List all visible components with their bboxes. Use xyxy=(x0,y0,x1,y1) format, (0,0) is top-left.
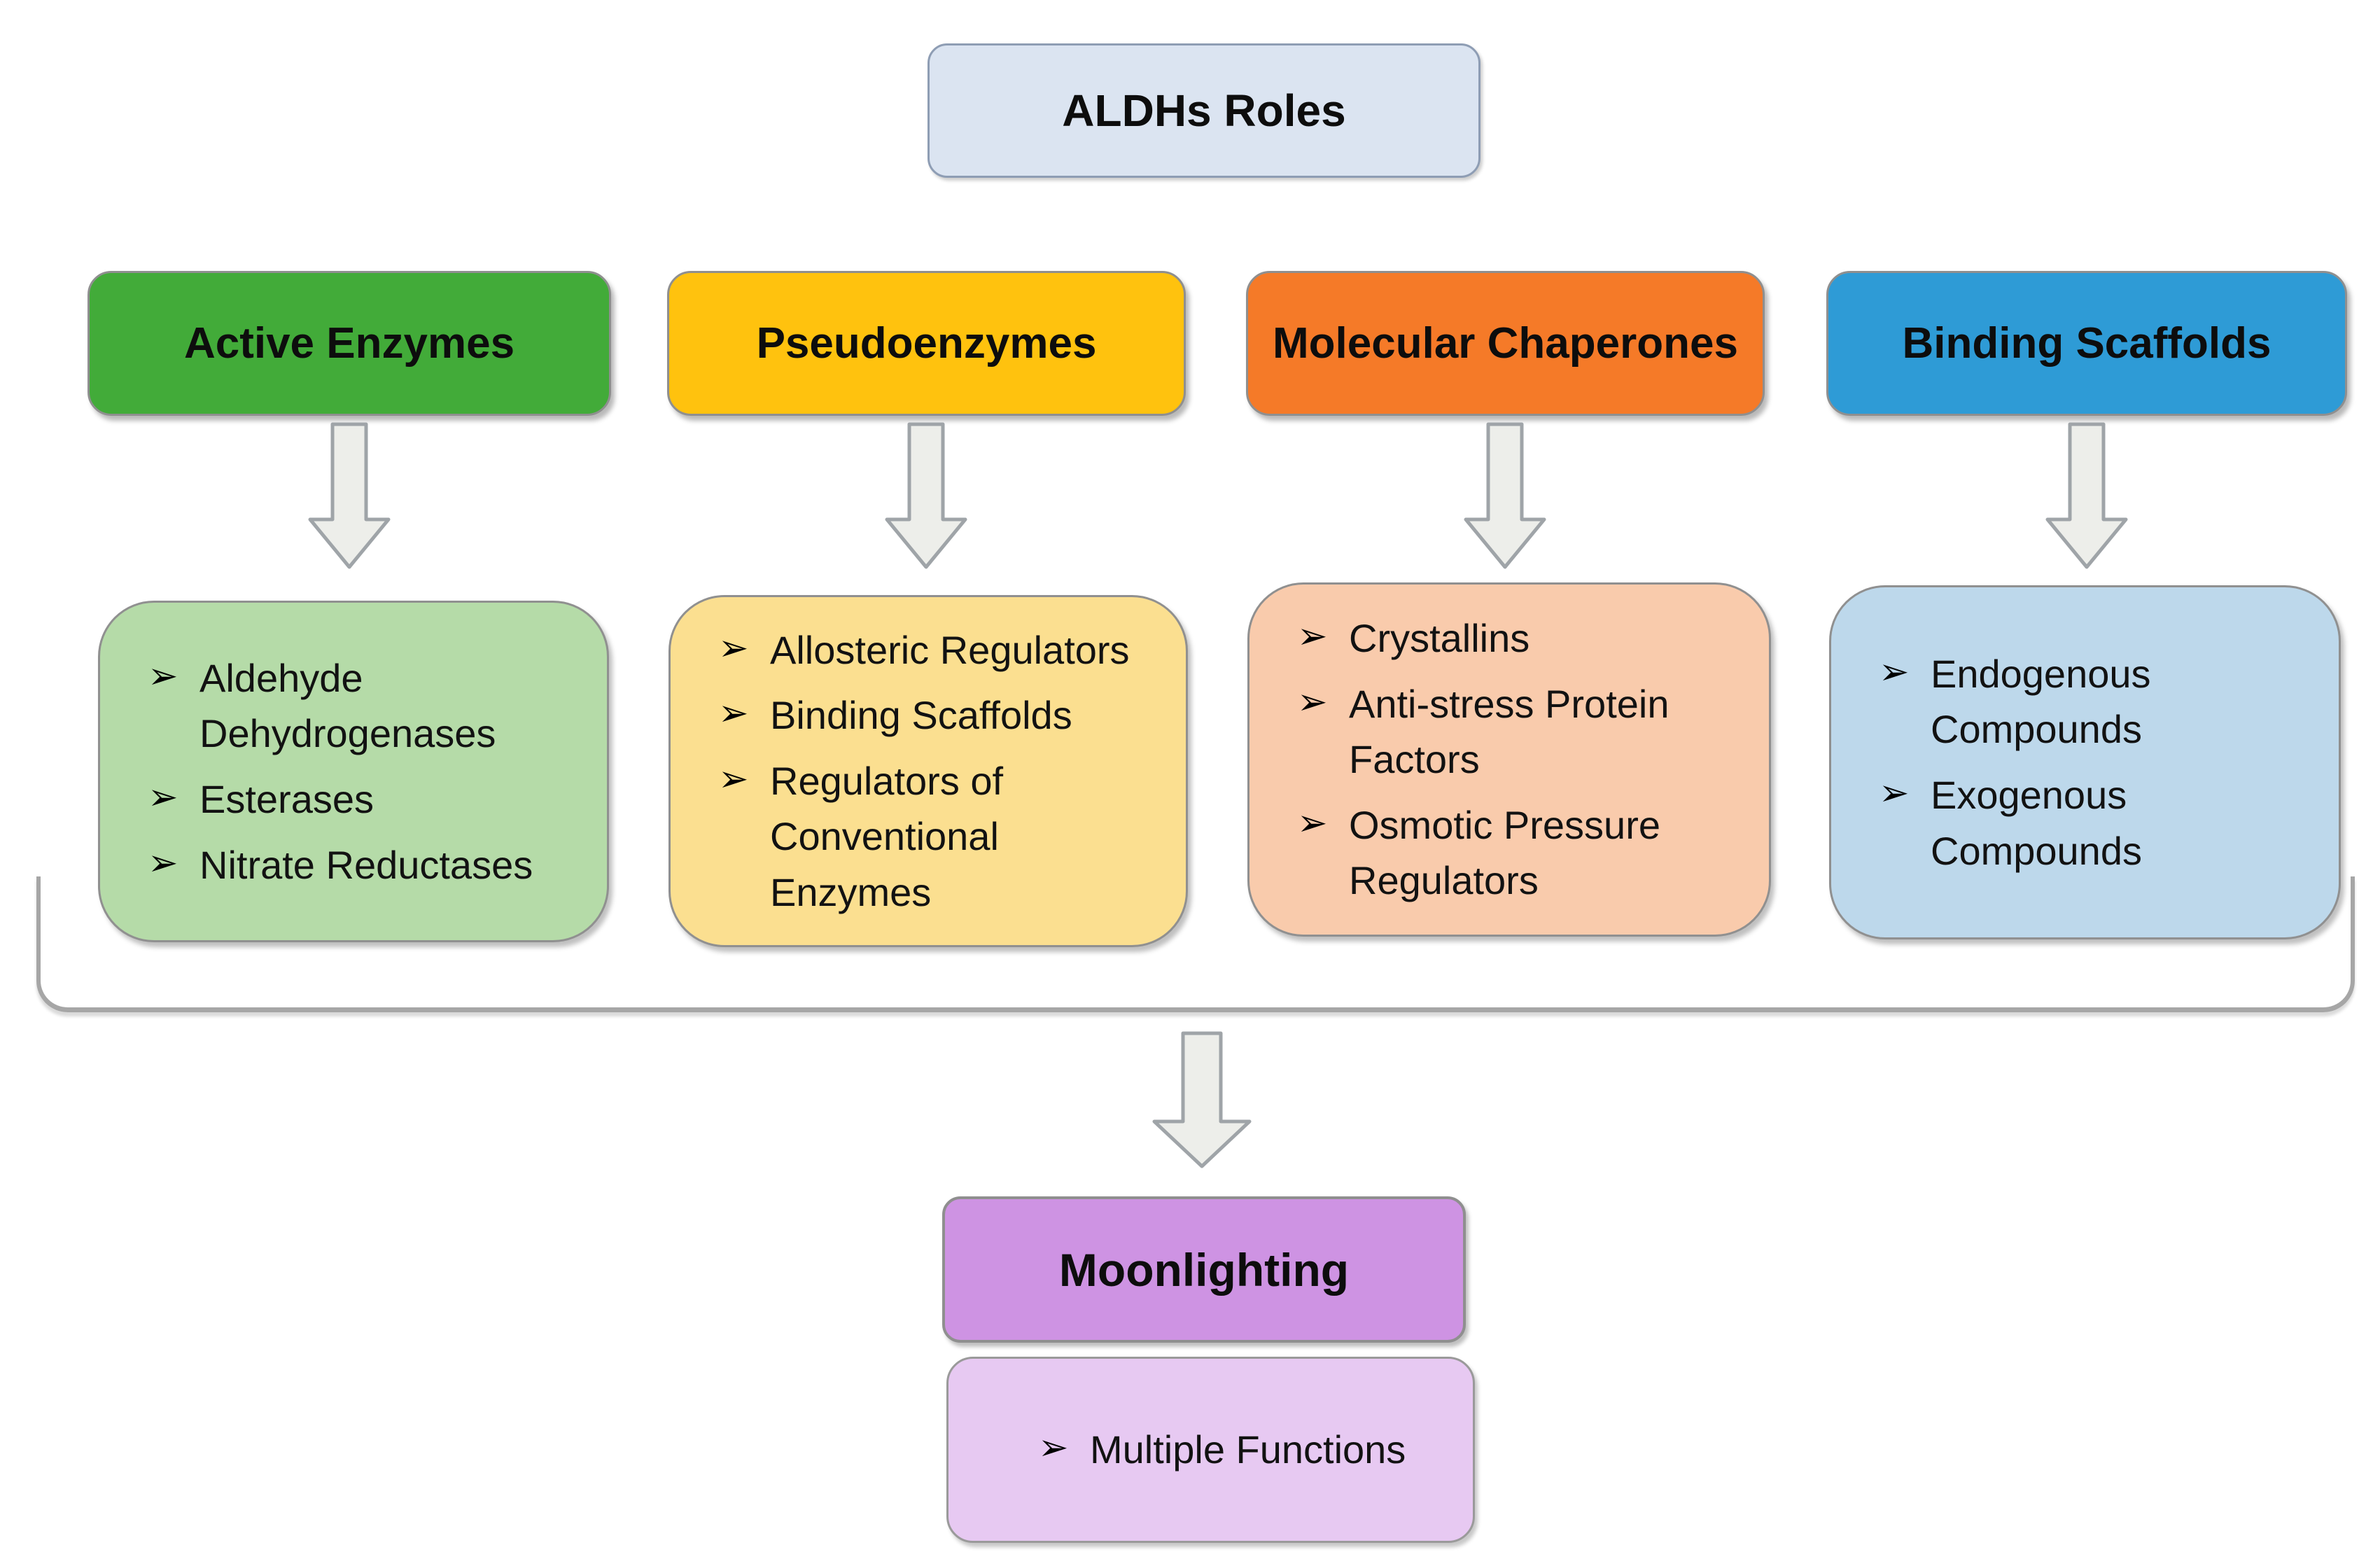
list-item: ➢ Endogenous Compounds xyxy=(1879,646,2304,757)
bullet-list: ➢ Aldehyde Dehydrogenases ➢ Esterases ➢ Nitra… xyxy=(148,650,572,893)
category-header-label: Binding Scaffolds xyxy=(1902,319,2272,368)
list-item-text: Exogenous Compounds xyxy=(1931,773,2142,873)
list-item-text: Esterases xyxy=(200,777,374,821)
list-item: ➢ Multiple Functions xyxy=(1038,1422,1406,1478)
list-item-text: Multiple Functions xyxy=(1090,1427,1406,1472)
list-item-text: Aldehyde Dehydrogenases xyxy=(200,655,496,756)
category-detail-molecular-chaperones: ➢ Crystallins ➢ Anti-stress Protein Factors… xyxy=(1247,582,1771,937)
arrow-bullet-icon: ➢ xyxy=(148,842,178,883)
category-detail-active-enzymes: ➢ Aldehyde Dehydrogenases ➢ Esterases ➢ Nitra… xyxy=(98,601,609,942)
category-header-label: Active Enzymes xyxy=(183,319,515,368)
arrow-bullet-icon: ➢ xyxy=(718,758,749,799)
arrow-bullet-icon: ➢ xyxy=(1297,616,1328,657)
bullet-list: ➢ Endogenous Compounds ➢ Exogenous Compound… xyxy=(1879,646,2304,879)
list-item: ➢ Esterases xyxy=(148,771,572,827)
list-item-text: Allosteric Regulators xyxy=(770,627,1130,672)
list-item-text: Nitrate Reductases xyxy=(200,842,533,887)
list-item: ➢ Nitrate Reductases xyxy=(148,837,572,893)
down-arrow-icon xyxy=(885,422,967,569)
bullet-list: ➢ Crystallins ➢ Anti-stress Protein Factors… xyxy=(1297,610,1734,909)
title-box: ALDHs Roles xyxy=(927,43,1480,178)
arrow-bullet-icon: ➢ xyxy=(1038,1427,1069,1469)
list-item-text: Crystallins xyxy=(1349,616,1530,661)
moonlighting-label: Moonlighting xyxy=(1058,1243,1350,1296)
list-item: ➢ Regulators of Conventional Enzymes xyxy=(718,753,1151,921)
down-arrow-icon xyxy=(308,422,391,569)
big-down-arrow-icon xyxy=(1152,1031,1252,1168)
category-detail-binding-scaffolds: ➢ Endogenous Compounds ➢ Exogenous Compound… xyxy=(1829,585,2341,939)
arrow-bullet-icon: ➢ xyxy=(148,777,178,818)
moonlighting-box: Moonlighting xyxy=(942,1196,1466,1343)
list-item: ➢ Aldehyde Dehydrogenases xyxy=(148,650,572,762)
list-item-text: Regulators of Conventional Enzymes xyxy=(770,758,1004,914)
list-item: ➢ Allosteric Regulators xyxy=(718,622,1151,678)
down-arrow-icon xyxy=(1464,422,1546,569)
category-header-label: Molecular Chaperones xyxy=(1273,319,1738,368)
multiple-functions-box: ➢ Multiple Functions xyxy=(946,1357,1475,1543)
down-arrow-icon xyxy=(2045,422,2128,569)
arrow-bullet-icon: ➢ xyxy=(1879,773,1910,813)
category-header-label: Pseudoenzymes xyxy=(756,319,1097,368)
category-detail-pseudoenzymes: ➢ Allosteric Regulators ➢ Binding Scaffolds… xyxy=(668,595,1188,947)
arrow-bullet-icon: ➢ xyxy=(1297,681,1328,722)
category-header-molecular-chaperones: Molecular Chaperones xyxy=(1246,271,1765,416)
list-item: ➢ Osmotic Pressure Regulators xyxy=(1297,797,1734,909)
gathering-bracket-line xyxy=(36,876,2355,1012)
category-header-binding-scaffolds: Binding Scaffolds xyxy=(1826,271,2347,416)
category-header-active-enzymes: Active Enzymes xyxy=(88,271,611,416)
list-item-text: Osmotic Pressure Regulators xyxy=(1349,802,1660,903)
arrow-bullet-icon: ➢ xyxy=(718,627,749,669)
list-item: ➢ Anti-stress Protein Factors xyxy=(1297,676,1734,788)
title-text: ALDHs Roles xyxy=(1062,85,1346,136)
list-item-text: Binding Scaffolds xyxy=(770,693,1072,738)
category-header-pseudoenzymes: Pseudoenzymes xyxy=(667,271,1186,416)
list-item-text: Endogenous Compounds xyxy=(1931,651,2151,752)
list-item-text: Anti-stress Protein Factors xyxy=(1349,681,1670,782)
list-item: ➢ Exogenous Compounds xyxy=(1879,767,2304,879)
arrow-bullet-icon: ➢ xyxy=(1297,802,1328,844)
arrow-bullet-icon: ➢ xyxy=(148,655,178,697)
arrow-bullet-icon: ➢ xyxy=(718,693,749,734)
list-item: ➢ Crystallins xyxy=(1297,610,1734,666)
bullet-list: ➢ Allosteric Regulators ➢ Binding Scaffolds… xyxy=(718,622,1151,921)
arrow-bullet-icon: ➢ xyxy=(1879,651,1910,692)
list-item: ➢ Binding Scaffolds xyxy=(718,687,1151,743)
